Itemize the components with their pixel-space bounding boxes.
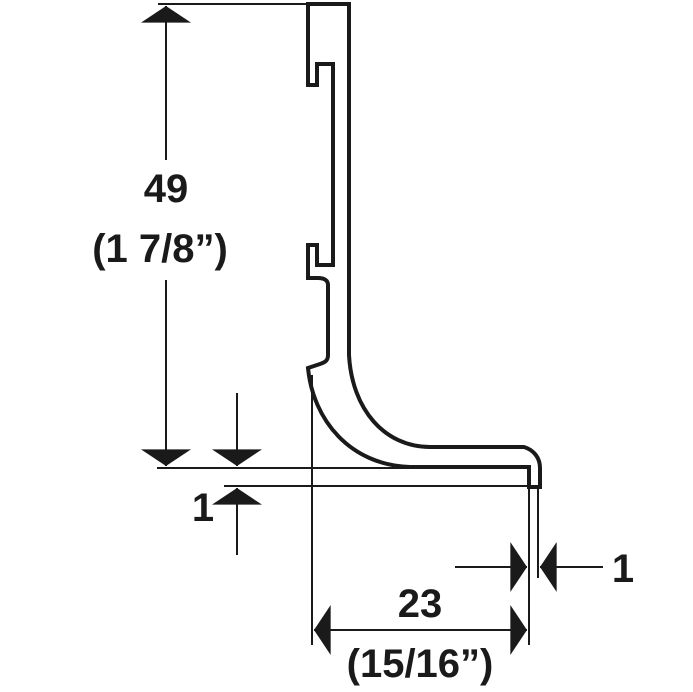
offset-metric-label: 1 [192,486,214,530]
extension-lines [157,3,539,645]
height-metric-label: 49 [144,167,189,211]
lip-metric-label: 1 [612,547,634,591]
depth-imperial-label: (15/16”) [347,642,494,686]
profile-outline [305,2,542,489]
depth-metric-label: 23 [398,582,443,626]
height-imperial-label: (1 7/8”) [92,227,228,271]
